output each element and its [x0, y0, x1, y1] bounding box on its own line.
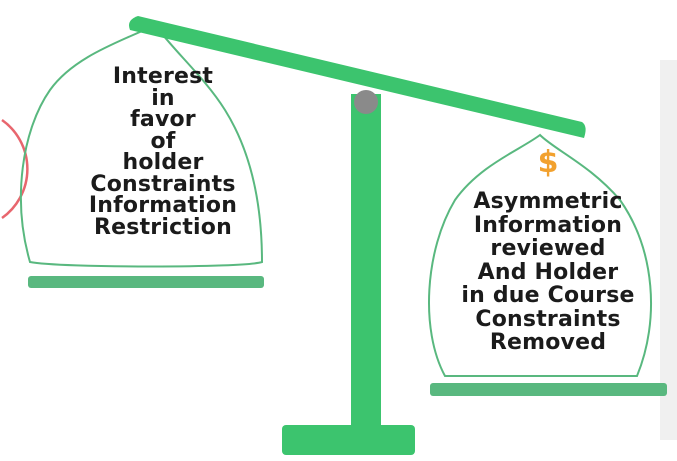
- right-edge-shadow: [660, 60, 677, 440]
- left-pan-line: of: [150, 128, 176, 154]
- left-pan-line: Constraints: [90, 171, 236, 197]
- right-pan-line: And Holder: [477, 259, 619, 285]
- right-pan-line: Information: [473, 212, 623, 238]
- left-pan-text: Interest in favor of holder Constraints …: [58, 66, 268, 238]
- left-pan-base: [28, 276, 264, 288]
- pivot-knob: [354, 90, 378, 114]
- scale-base: [282, 425, 415, 455]
- right-pan-line: in due Course: [461, 283, 635, 308]
- left-pan-bell: [19, 23, 264, 268]
- left-pan-line: in: [151, 85, 175, 111]
- right-pan-bell: [427, 133, 652, 377]
- right-pan-line: Removed: [489, 330, 607, 355]
- dollar-icon: $: [537, 145, 559, 180]
- scale-post: [351, 94, 381, 434]
- right-pan-line: Asymmetric: [473, 189, 623, 214]
- left-pan-line: Interest: [112, 64, 214, 89]
- scale-beam: [129, 16, 586, 138]
- left-pan-line: Restriction: [94, 214, 232, 240]
- right-pan-base: [430, 383, 667, 396]
- left-pan-line: Information: [88, 193, 238, 218]
- left-pan-line: favor: [130, 107, 196, 132]
- right-pan-line: reviewed: [490, 236, 606, 261]
- left-pan-line: holder: [122, 150, 204, 175]
- right-pan-line: Constraints: [475, 306, 621, 332]
- right-pan-text: Asymmetric Information reviewed And Hold…: [438, 190, 658, 355]
- partial-circle-left: [1, 118, 29, 220]
